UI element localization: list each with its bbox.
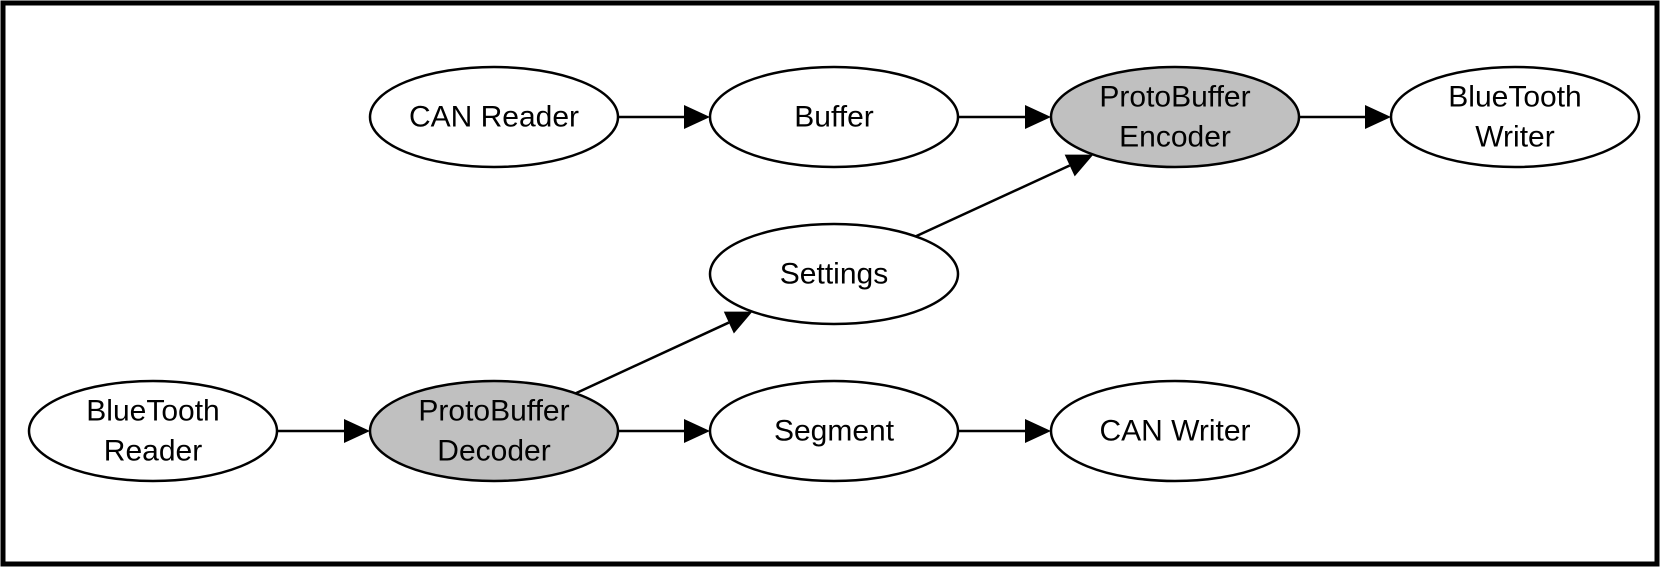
edge-protobuffer-encoder-to-bluetooth-writer <box>1299 105 1391 129</box>
edges-layer <box>277 105 1391 443</box>
node-can-writer: CAN Writer <box>1049 379 1301 483</box>
node-ellipse <box>27 379 279 483</box>
edge-can-reader-to-buffer <box>618 105 710 129</box>
node-settings: Settings <box>708 222 960 326</box>
node-label: CAN Writer <box>1099 415 1250 448</box>
edge-buffer-to-protobuffer-encoder <box>958 105 1051 129</box>
node-buffer: Buffer <box>708 65 960 169</box>
node-label: Segment <box>774 415 895 448</box>
node-segment: Segment <box>708 379 960 483</box>
arrowhead-icon <box>344 419 370 443</box>
arrowhead-icon <box>684 419 710 443</box>
node-ellipse <box>708 65 960 169</box>
arrowhead-icon <box>723 311 753 334</box>
node-ellipse <box>368 379 620 483</box>
edge-protobuffer-decoder-to-settings <box>575 311 753 395</box>
node-label: CAN Reader <box>409 101 579 134</box>
node-label: BlueTooth <box>86 395 219 428</box>
node-can-reader: CAN Reader <box>368 65 620 169</box>
node-label: Reader <box>104 435 202 468</box>
edge-settings-to-protobuffer-encoder <box>915 154 1094 238</box>
arrowhead-icon <box>1025 419 1051 443</box>
arrowhead-icon <box>1025 105 1051 129</box>
node-label: ProtoBuffer <box>418 395 569 428</box>
edge-protobuffer-decoder-to-segment <box>618 419 710 443</box>
node-label: Encoder <box>1119 121 1231 154</box>
node-label: BlueTooth <box>1448 81 1581 114</box>
node-label: ProtoBuffer <box>1099 81 1250 114</box>
node-label: Buffer <box>794 101 874 134</box>
node-ellipse <box>708 222 960 326</box>
edge-segment-to-can-writer <box>958 419 1051 443</box>
edge-line <box>915 164 1071 238</box>
node-label: Decoder <box>437 435 550 468</box>
node-ellipse <box>368 65 620 169</box>
node-label: Writer <box>1475 121 1554 154</box>
node-label: Settings <box>780 258 888 291</box>
arrowhead-icon <box>684 105 710 129</box>
edge-bluetooth-reader-to-protobuffer-decoder <box>277 419 370 443</box>
node-ellipse <box>1049 65 1301 169</box>
node-ellipse <box>1389 65 1641 169</box>
arrowhead-icon <box>1365 105 1391 129</box>
node-ellipse <box>708 379 960 483</box>
node-ellipse <box>1049 379 1301 483</box>
edge-line <box>575 321 730 395</box>
arrowhead-icon <box>1064 154 1094 177</box>
